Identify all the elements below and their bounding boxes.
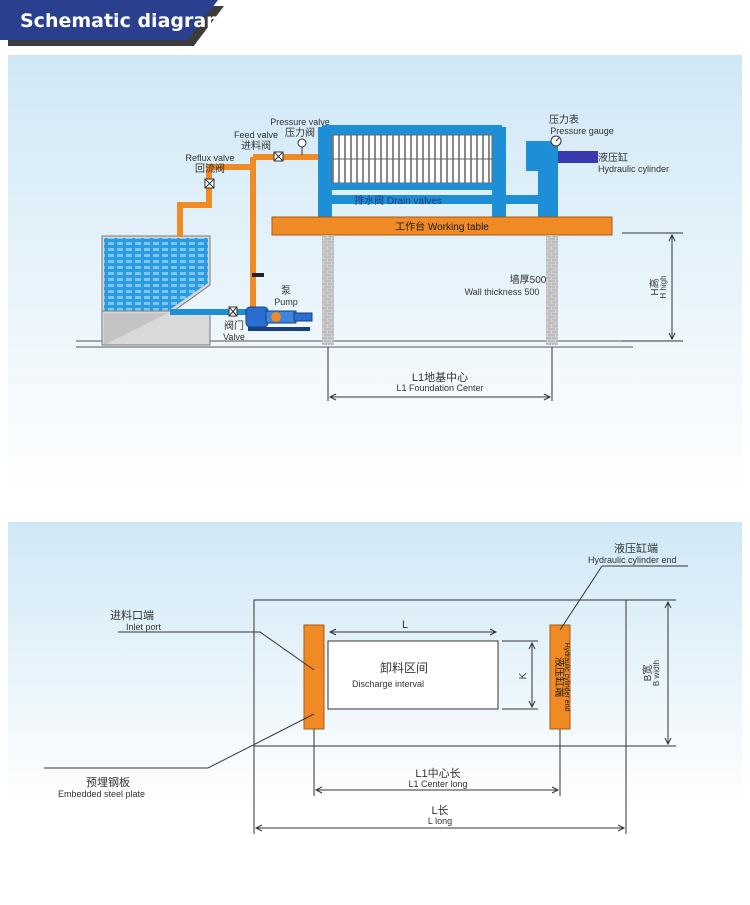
wall-thickness-cn: 墙厚500 [510,273,547,286]
discharge-area [327,640,499,710]
l-long-en: L long [428,816,452,826]
pump-cn: 泵 [281,285,291,297]
schematic-panel: 排水阀 Drain valves 工作台 Working table H高 H … [8,55,742,495]
drain-valves-en: Drain valves [387,196,442,207]
pipe-stub [252,273,264,277]
header-band [0,0,218,40]
drain-valves-cn: 排水阀 [354,194,384,207]
layout-svg: 卸料区间 Discharge interval L K 液压缸端 Hydraul… [44,541,688,834]
b-width-en: B width [652,660,661,686]
inlet-port-en: Inlet port [126,622,162,632]
l-label: L [402,619,408,631]
inlet-plate [303,624,325,730]
l1-center-en: L1 Center long [408,779,467,789]
pressure-valve-cn: 压力阀 [285,126,315,139]
h-high-en: H high [659,275,668,298]
pressure-valve-en: Pressure valve [270,117,330,127]
outer-boundary [253,599,627,747]
pump-en: Pump [274,297,298,307]
slurry-tank [101,235,211,346]
feed-valve-en: Feed valve [234,130,278,140]
k-label: K [518,672,529,679]
h-high-cn: H高 [648,278,661,295]
hydraulic-end-en: Hydraulic cylinder end [588,555,677,565]
l1-center-dimension [313,729,561,796]
working-table-label: 工作台 Working table [395,220,489,233]
hydraulic-cylinder-en: Hydraulic cylinder [598,164,669,174]
layout-panel: 卸料区间 Discharge interval L K 液压缸端 Hydraul… [8,522,742,900]
hydraulic-end-cn: 液压缸端 [614,541,658,555]
wall-thickness-en: Wall thickness 500 [465,287,540,297]
pressure-gauge-cn: 压力表 [549,113,579,126]
working-table [271,216,613,236]
inlet-port-cn: 进料口端 [110,608,154,622]
reflux-valve-en: Reflux valve [185,153,234,163]
working-table-cn: 工作台 [395,220,425,233]
filter-press [318,125,598,219]
l1-center-cn: L1中心长 [415,767,460,780]
right-plate-cn: 液压缸端 [553,657,566,697]
k-dimension [502,640,538,710]
valve-cn: 阀门 [224,319,244,332]
pump-valve-icon [228,306,238,317]
valve-en: Valve [223,332,245,342]
pressure-gauge-icon [550,135,562,147]
feed-valve-icon [273,151,284,162]
l-long-cn: L长 [431,804,448,817]
wall-right [546,235,558,345]
schematic-svg: 排水阀 Drain valves 工作台 Working table H高 H … [76,113,683,401]
b-width-cn: B宽 [641,665,654,682]
l1-cn: L1地基中心 [412,371,468,384]
feed-valve-cn: 进料阀 [241,139,271,152]
height-dimension [622,232,683,342]
l1-dimension [327,347,553,401]
embedded-en: Embedded steel plate [58,789,145,799]
discharge-cn: 卸料区间 [380,660,428,675]
embedded-cn: 预埋钢板 [86,775,130,789]
header: Schematic diagram [0,0,750,46]
right-plate-en: Hydraulic cylinder end [563,643,570,712]
discharge-en: Discharge interval [352,679,424,689]
hydraulic-cylinder-cn: 液压缸 [598,151,628,164]
working-table-en: Working table [428,222,489,233]
reflux-valve-icon [204,178,215,189]
l1-en: L1 Foundation Center [396,383,483,393]
l-long-dimension [253,746,627,834]
pump-icon [245,306,313,331]
page-title: Schematic diagram [20,10,226,32]
pressure-valve-icon [297,138,307,155]
b-dimension [626,599,676,747]
drain-valves-label: 排水阀 Drain valves [354,194,442,207]
wall-left [322,235,334,345]
pressure-gauge-en: Pressure gauge [550,126,614,136]
leader-lines [44,565,688,769]
l-dimension [328,628,498,636]
reflux-valve-cn: 回流阀 [195,162,225,175]
